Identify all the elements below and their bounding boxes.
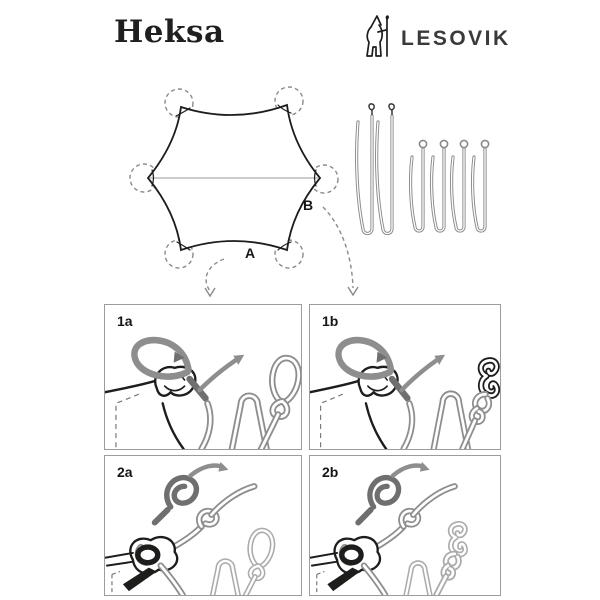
panel-label: 1a (117, 313, 133, 329)
guyline-long-with-hook (375, 103, 395, 236)
corner-reinforcement-arcs (151, 104, 317, 251)
lesovik-figure-icon (366, 15, 389, 57)
instruction-panels: 1a 1b (104, 304, 504, 598)
corner-label-a: A (245, 245, 255, 261)
callout-arrow-b (322, 206, 359, 297)
guyline-short-with-loop (408, 139, 428, 233)
panel-2a-illustration (105, 456, 301, 595)
panel-1b: 1b (309, 304, 501, 450)
corner-label-b: B (303, 197, 313, 213)
panel-2b: 2b (309, 455, 501, 596)
rope-loop-on-hook (433, 550, 462, 595)
panel-label: 1b (322, 313, 339, 329)
panel-2a: 2a (104, 455, 302, 596)
panel-2b-illustration (310, 456, 500, 595)
rope-hairpin (403, 563, 433, 595)
rope-loop-with-knot (260, 358, 298, 449)
guyline-short-with-loop (449, 139, 469, 233)
panel-label: 2b (322, 464, 339, 480)
guyline-short-with-loop (470, 139, 490, 233)
panel-1a-illustration (105, 305, 301, 449)
guyline-short-with-loop (429, 139, 449, 233)
brand-name: LESOVIK (401, 27, 511, 50)
rope-loop-on-hook (459, 390, 493, 449)
tarp-overview-diagram: A B (129, 86, 490, 298)
panel-1b-illustration (310, 305, 500, 449)
panel-label: 2a (117, 464, 133, 480)
rope-loop-with-knot (240, 530, 273, 595)
callout-arrow-a (204, 258, 225, 298)
brand-logo: LESOVIK (364, 14, 511, 58)
product-title: Heksa (114, 14, 225, 50)
rope-hairpin (210, 561, 240, 595)
s-hook-icon (481, 360, 497, 395)
guyline-long-with-hook (355, 103, 375, 236)
panel-1a: 1a (104, 304, 302, 450)
s-hook-icon (451, 524, 466, 555)
